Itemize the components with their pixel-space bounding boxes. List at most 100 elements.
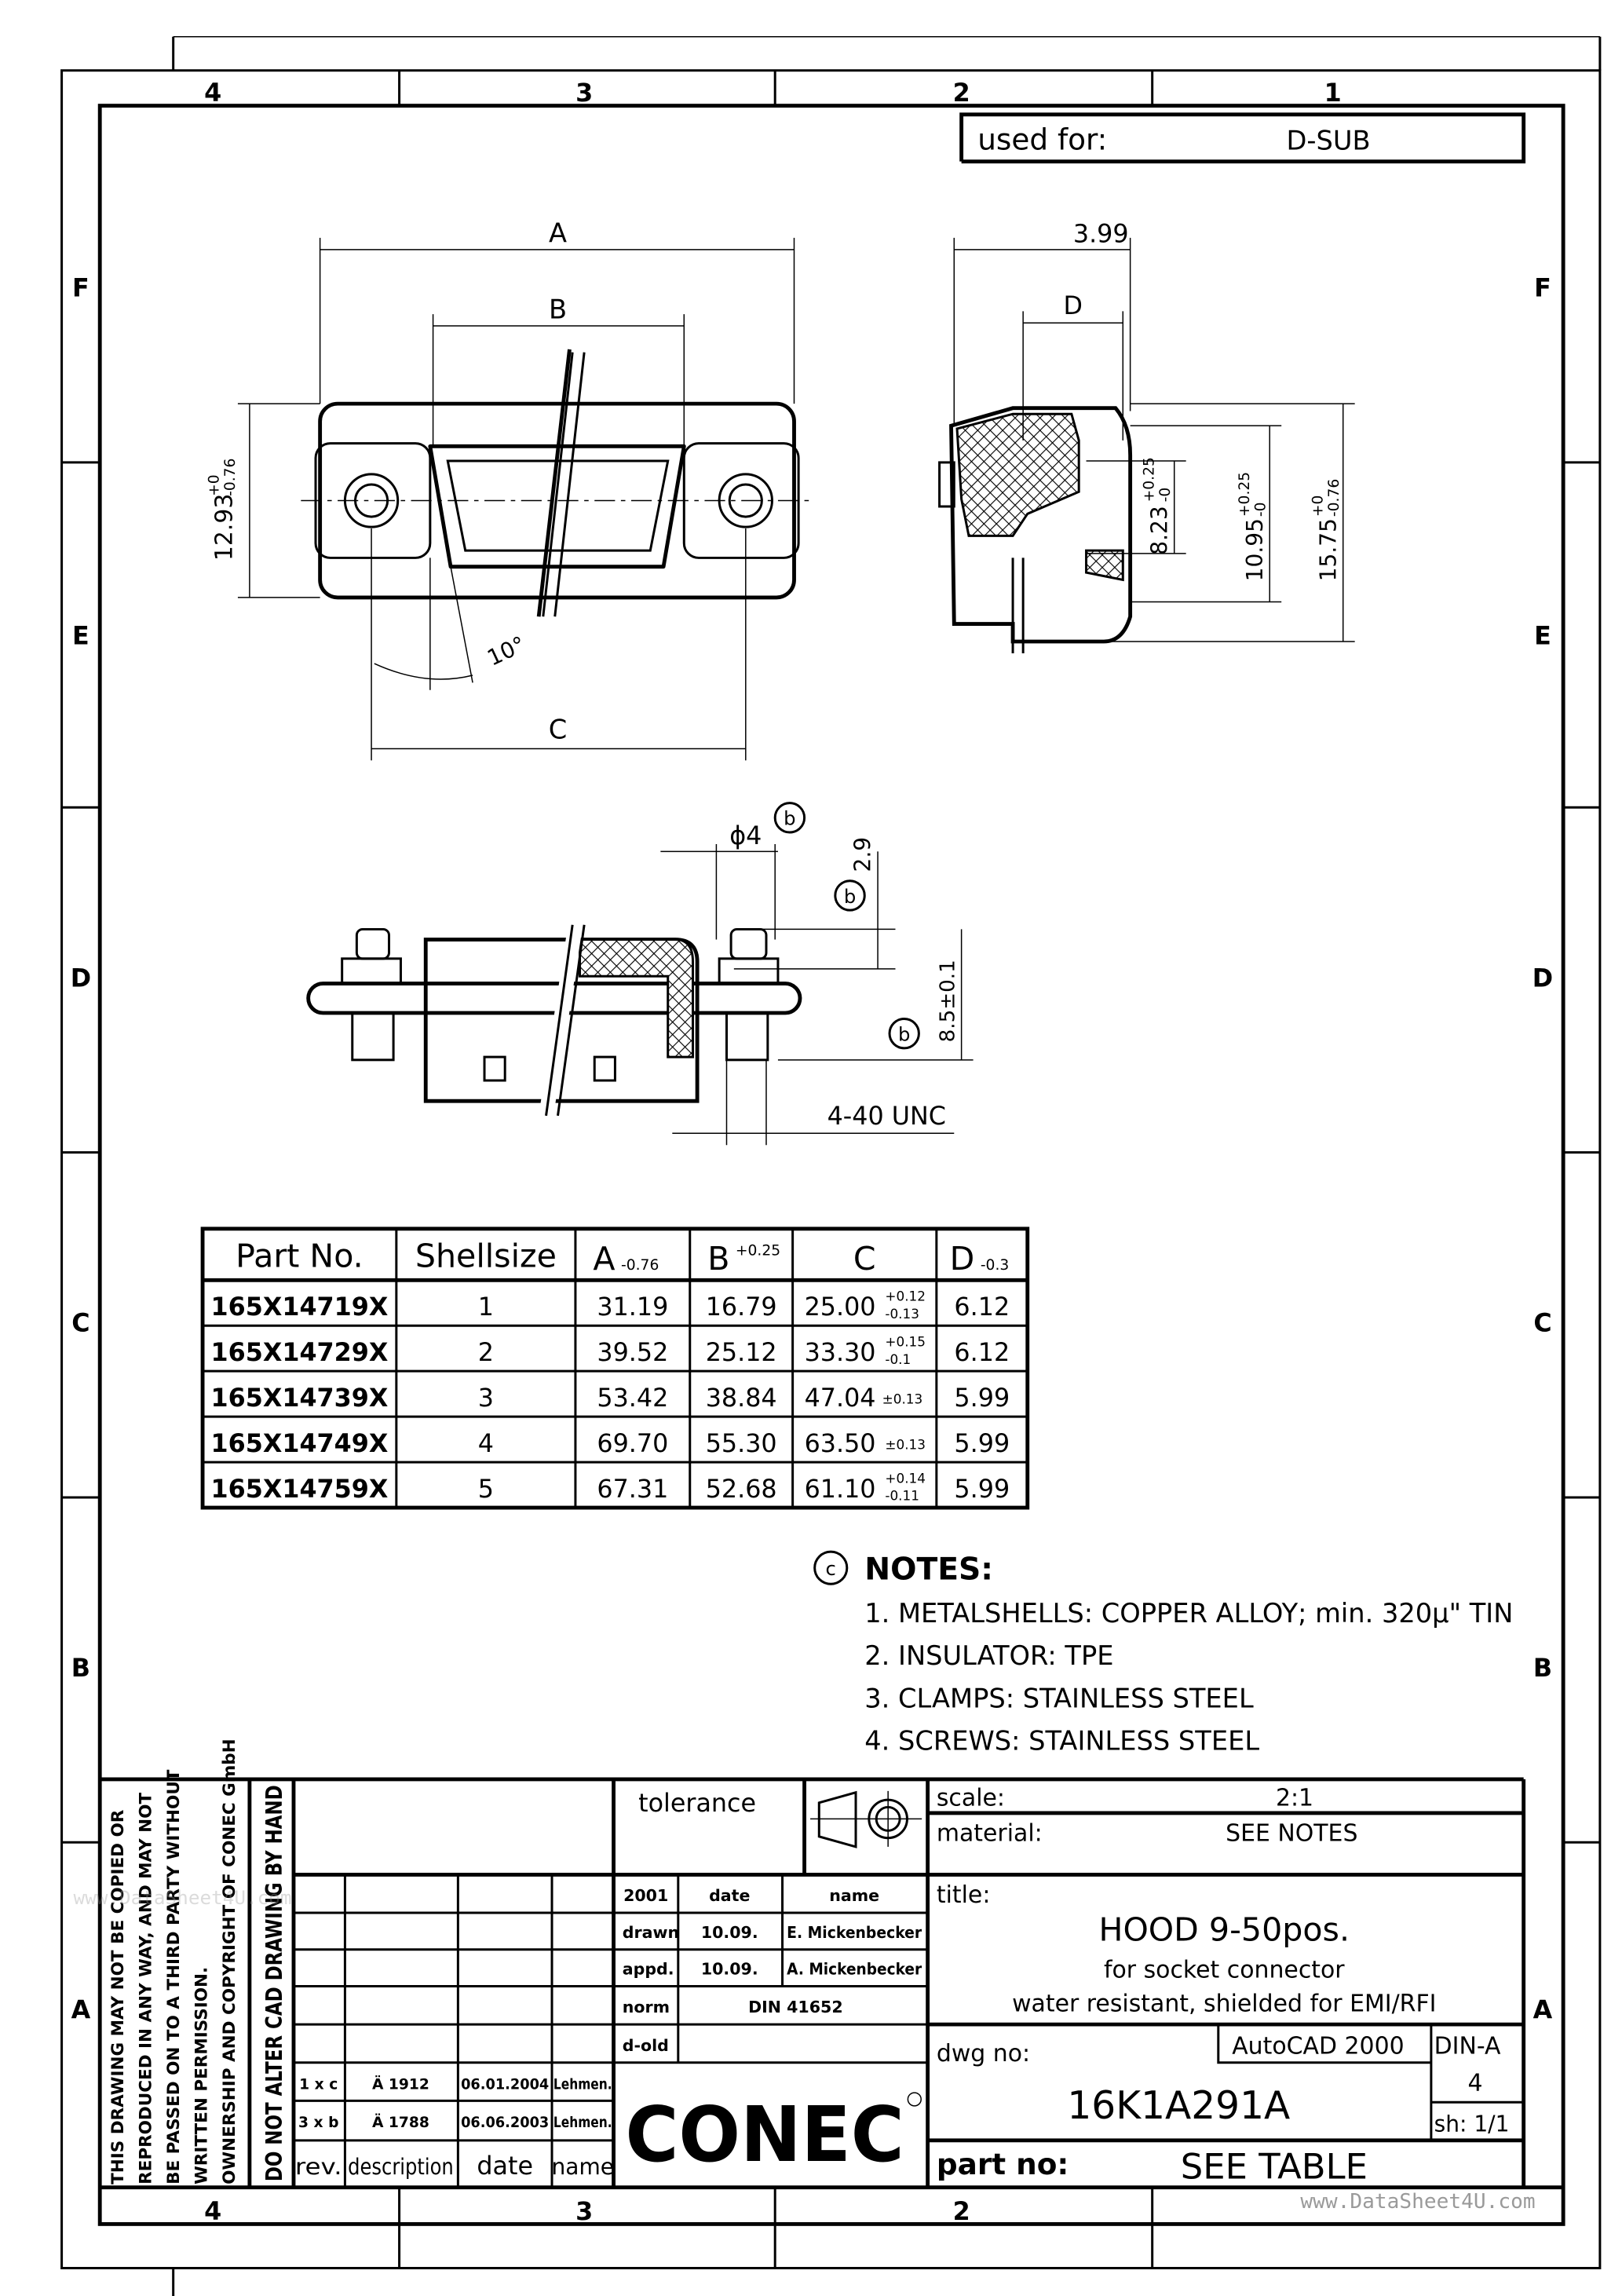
revision-header-date: date (477, 2152, 533, 2181)
cell-shell: 1 (478, 1293, 494, 1322)
dimension-h2-tol-upper: +0.25 (1237, 472, 1253, 517)
parts-table: Part No. Shellsize A-0.76 B+0.25 C D-0.3… (200, 1227, 1030, 1510)
copyright-line: BE PASSED ON TO A THIRD PARTY WITHOUT (164, 1769, 184, 2184)
dold-label: d-old (623, 2036, 669, 2055)
header-b-tol: +0.25 (736, 1242, 780, 1259)
table-row: 165X14749X 4 69.70 55.30 63.50 ±0.13 5.9… (211, 1430, 1010, 1458)
copyright-line: WRITTEN PERMISSION. (192, 1967, 212, 2184)
used-for-box: used for: D-SUB (959, 112, 1526, 164)
revision-header-name: name (552, 2154, 615, 2180)
table-row: 165X14719X 1 31.19 16.79 25.00 +0.12 -0.… (211, 1288, 1010, 1322)
row-label: B (1533, 1654, 1552, 1683)
side-view: 3.99 D 8.23 +0.25 -0 10.95 +0.25 -0 15.7… (938, 220, 1355, 653)
column-label: 1 (1324, 79, 1342, 108)
cell-a: 39.52 (597, 1339, 668, 1367)
dimension-h2: 10.95 (1242, 518, 1268, 581)
header-a: A-0.76 (593, 1240, 659, 1278)
dimension-bottom-height: 8.5±0.1 (936, 960, 959, 1042)
cell-b: 55.30 (706, 1430, 777, 1458)
used-for-value: D-SUB (1286, 126, 1370, 156)
appd-name: A. Mickenbecker (787, 1960, 922, 1979)
note-item: 1. METALSHELLS: COPPER ALLOY; min. 320µ"… (864, 1598, 1513, 1629)
copyright-line: THIS DRAWING MAY NOT BE COPIED OR (108, 1809, 128, 2184)
cell-shell: 5 (478, 1475, 494, 1504)
cell-d: 5.99 (954, 1384, 1010, 1413)
row-label: E (72, 623, 90, 651)
approval-name-header: name (829, 1886, 879, 1905)
dimension-angle: 10° (483, 631, 529, 671)
dimension-thread: 4-40 UNC (827, 1102, 946, 1131)
dimension-h3-tol-lower: -0.76 (1326, 479, 1343, 517)
marker-b: b (844, 885, 856, 908)
row-label: C (1533, 1310, 1551, 1338)
notes: c NOTES: 1. METALSHELLS: COPPER ALLOY; m… (813, 1550, 1513, 1757)
material-label: material: (937, 1819, 1043, 1847)
tolerance-label: tolerance (638, 1790, 756, 1818)
column-label: 3 (575, 79, 593, 108)
row-label: A (1533, 1997, 1553, 2025)
cell-a: 67.31 (597, 1475, 668, 1504)
dwg-label: dwg no: (937, 2040, 1030, 2067)
front-view: A B C 12.93 +0 -0.76 10° (206, 218, 815, 761)
cell-c-tol-lower: -0.1 (885, 1351, 911, 1367)
column-label: 3 (575, 2198, 593, 2226)
header-c: C (853, 1240, 876, 1278)
cell-c-tol-upper: +0.15 (885, 1333, 926, 1349)
cell-c-tol: ±0.13 (885, 1436, 926, 1452)
cell-d: 6.12 (954, 1293, 1010, 1322)
note-item: 4. SCREWS: STAINLESS STEEL (864, 1726, 1259, 1757)
cell-b: 16.79 (706, 1293, 777, 1322)
row-label: F (1534, 275, 1551, 303)
drawn-name: E. Mickenbecker (787, 1923, 922, 1942)
norm-label: norm (623, 1998, 670, 2016)
appd-label: appd. (623, 1960, 674, 1979)
cell-c-tol-upper: +0.14 (885, 1470, 926, 1486)
revision-name: Lehmen. (553, 2076, 612, 2093)
drawing-frame: 4 3 2 1 4 3 2 F E D C B A F E D C B A (60, 35, 1602, 2296)
revision-rev: 3 x b (298, 2115, 338, 2131)
cad-warning: DO NOT ALTER CAD DRAWING BY HAND (261, 1785, 287, 2181)
cell-a: 31.19 (597, 1293, 668, 1322)
header-a-tol: -0.76 (621, 1257, 659, 1274)
dimension-height: 12.93 (210, 494, 238, 561)
revision-date: 06.01.2004 (461, 2076, 549, 2093)
table-row: 165X14759X 5 67.31 52.68 61.10 +0.14 -0.… (211, 1470, 1010, 1504)
bottom-view: ϕ4 b 2.9 b 8.5±0.1 b 4-40 UNC (306, 802, 974, 1146)
cad-software: AutoCAD 2000 (1232, 2033, 1404, 2060)
cell-c: 47.04 (805, 1384, 876, 1413)
norm-value: DIN 41652 (748, 1998, 843, 2016)
dimension-h1: 8.23 (1146, 506, 1172, 554)
watermark: www.DataSheet4U.com (74, 1886, 292, 1909)
column-label: 4 (204, 79, 221, 108)
note-item: 2. INSULATOR: TPE (864, 1640, 1113, 1671)
approval-date-header: date (709, 1886, 750, 1905)
cell-b: 52.68 (706, 1475, 777, 1504)
table-row: 165X14739X 3 53.42 38.84 47.04 ±0.13 5.9… (211, 1384, 1010, 1413)
part-label: part no: (937, 2147, 1069, 2181)
dimension-h3-tol-upper: +0 (1310, 495, 1327, 517)
part-value: SEE TABLE (1181, 2145, 1368, 2187)
dimension-diameter: ϕ4 (729, 822, 762, 850)
dimension-gap: 2.9 (850, 837, 876, 872)
cell-part: 165X14729X (211, 1339, 389, 1367)
dimension-h1-tol-lower: -0 (1157, 488, 1174, 503)
header-d-tol: -0.3 (981, 1257, 1009, 1274)
drawing-subtitle-2: water resistant, shielded for EMI/RFI (1012, 1990, 1436, 2017)
column-label: 4 (204, 2198, 221, 2226)
cell-a: 69.70 (597, 1430, 668, 1458)
projection-symbol-icon (810, 1790, 922, 1848)
dwg-number: 16K1A291A (1067, 2084, 1290, 2128)
column-label: 2 (953, 79, 970, 108)
approval-year: 2001 (623, 1886, 668, 1905)
drawing-subtitle-1: for socket connector (1104, 1956, 1345, 1983)
row-label: B (71, 1654, 90, 1683)
cell-c-tol-lower: -0.11 (885, 1488, 919, 1504)
title-label: title: (937, 1881, 991, 1909)
cell-c: 61.10 (805, 1475, 876, 1504)
cell-b: 25.12 (706, 1339, 777, 1367)
cell-shell: 2 (478, 1339, 494, 1367)
marker-b: b (784, 807, 795, 830)
marker-b: b (898, 1023, 910, 1046)
dimension-b: B (549, 294, 567, 325)
